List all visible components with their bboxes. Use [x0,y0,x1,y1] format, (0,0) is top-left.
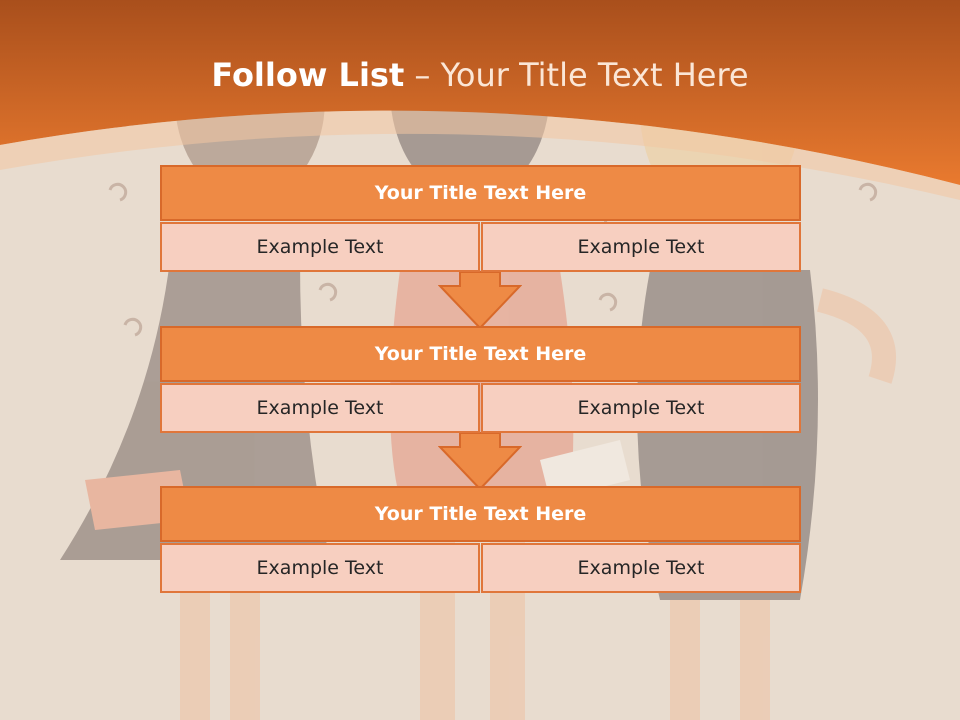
down-arrow-icon [438,432,522,491]
step-cell-left: Example Text [160,543,480,593]
step-row: Example Text Example Text [160,383,801,433]
step-2: Your Title Text Here Example Text Exampl… [160,326,801,433]
step-cell-right: Example Text [481,222,801,272]
step-cell-left: Example Text [160,383,480,433]
step-title: Your Title Text Here [160,326,801,382]
title-rest: – Your Title Text Here [414,56,749,94]
step-cell-left: Example Text [160,222,480,272]
step-row: Example Text Example Text [160,543,801,593]
step-1: Your Title Text Here Example Text Exampl… [160,165,801,272]
step-3: Your Title Text Here Example Text Exampl… [160,486,801,593]
slide-title: Follow List – Your Title Text Here [0,40,960,110]
title-bold: Follow List [211,56,405,94]
step-title: Your Title Text Here [160,486,801,542]
step-row: Example Text Example Text [160,222,801,272]
step-cell-right: Example Text [481,383,801,433]
step-title: Your Title Text Here [160,165,801,221]
step-cell-right: Example Text [481,543,801,593]
down-arrow-icon [438,271,522,330]
